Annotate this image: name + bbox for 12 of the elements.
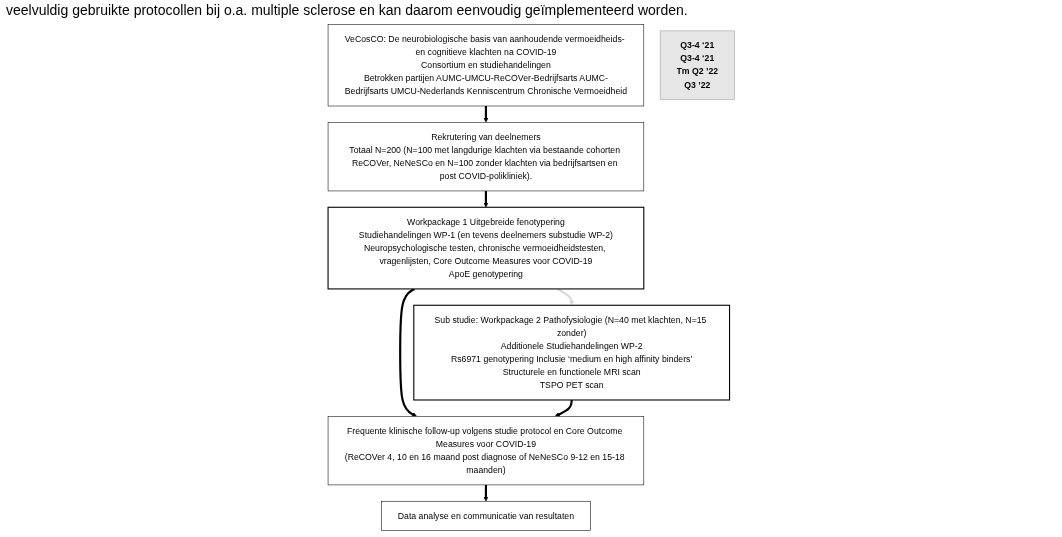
- arrow: [554, 399, 573, 417]
- node-box: Frequente klinische follow-up volgens studie protocol en Core Outcome Measures voor COVID-19 (ReCOVer 4, 10 en 16 maand post diagnose of NeNeSCo 9-12 en 15-18 maanden): [327, 416, 644, 486]
- node-box: Rekrutering van deelnemers Totaal N=200 (N=100 met langdurige klachten via bestaande cohorten ReCOVer, NeNeSCo en N=100 zonder klachten via bedrijfsartsen en post COVID-polikliniek).: [327, 122, 644, 192]
- node-box: Workpackage 1 Uitgebreide fenotypering Studiehandelingen WP-1 (en tevens deelnemers substudie WP-2) Neuropsychologische testen, chronische vermoeidheidstesten, vragenlijsten, Core Outcome Measures voor COVID-19 ApoE genotypering: [327, 206, 645, 290]
- arrow: [556, 288, 574, 306]
- node-box: Q3-4 ‘21 Q3-4 ‘21 Tm Q2 ’22 Q3 ’22: [659, 30, 735, 100]
- note-text: veelvuldig gebruikte protocollen bij o.a. multiple sclerose en kan daarom eenvoudig geïmplementeerd worden.: [6, 2, 689, 18]
- arrow: [483, 484, 489, 502]
- arrow: [483, 106, 489, 123]
- node-box: Data analyse en communicatie van resultaten: [380, 501, 591, 531]
- node-box: VeCosCO: De neurobiologische basis van aanhoudende vermoeidheids- en cognitieve klachten na COVID-19 Consortium en studiehandelingen Betrokken partijen AUMC-UMCU-ReCOVer-Bedrijfsarts AUMC-Bedrijfsarts UMCU-Nederlands Kenniscentrum Chronische Vermoeidheid: [327, 24, 644, 107]
- node-box: Sub studie: Workpackage 2 Pathofysiologie (N=40 met klachten, N=15 zonder) Additionele Studiehandelingen WP-2 Rs6971 genotypering Inclusie ‘medium en high affinity binders’ Structurele en functionele MRI scan TSPO PET scan: [413, 304, 730, 401]
